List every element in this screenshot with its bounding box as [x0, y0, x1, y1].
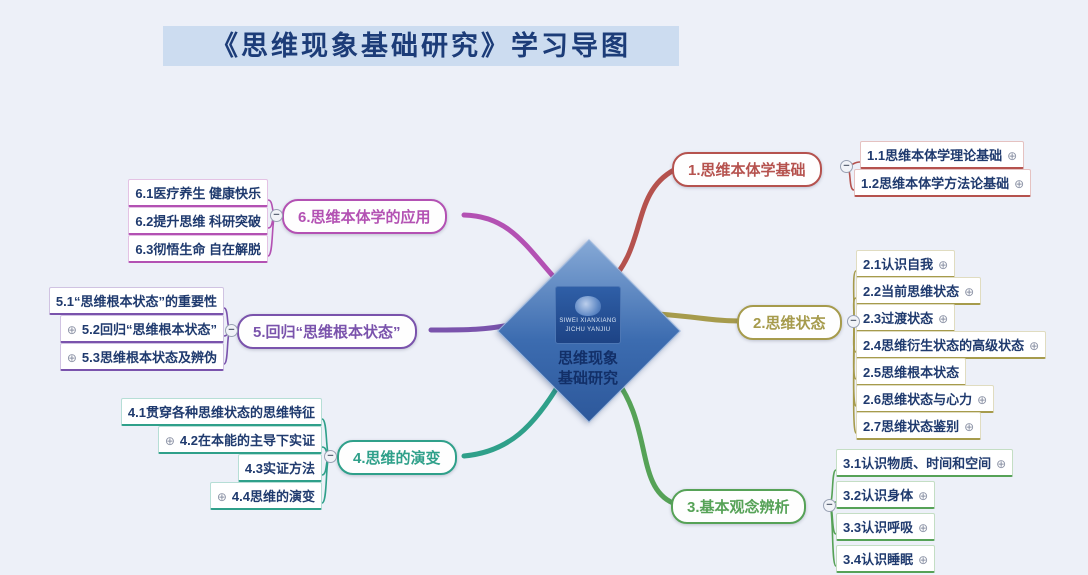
subtopic-6-3[interactable]: 6.3彻悟生命 自在解脱	[128, 235, 268, 263]
expand-icon[interactable]: ⊕	[164, 434, 175, 448]
branch-node-3[interactable]: 3.基本观念辨析	[671, 489, 806, 524]
subtopic-label: 2.6思维状态与心力	[863, 392, 973, 407]
subtopic-2-6[interactable]: 2.6思维状态与心力 ⊕	[856, 385, 995, 413]
subtopic-2-5[interactable]: 2.5思维根本状态	[856, 358, 967, 386]
collapse-icon[interactable]: −	[225, 324, 238, 337]
subtopic-label: 1.1思维本体学理论基础	[867, 148, 1003, 163]
branch-node-6[interactable]: 6.思维本体学的应用	[282, 199, 447, 234]
collapse-icon[interactable]: −	[840, 160, 853, 173]
subtopic-label: 2.2当前思维状态	[863, 284, 960, 299]
subtopic-6-1[interactable]: 6.1医疗养生 健康快乐	[128, 179, 268, 207]
branch-node-1[interactable]: 1.思维本体学基础	[672, 152, 822, 187]
subtopic-3-4[interactable]: 3.4认识睡眠 ⊕	[836, 545, 936, 573]
subtopic-2-3[interactable]: 2.3过渡状态 ⊕	[856, 304, 956, 332]
subtopic-3-3[interactable]: 3.3认识呼吸 ⊕	[836, 513, 936, 541]
subtopic-1-2[interactable]: 1.2思维本体学方法论基础 ⊕	[854, 169, 1032, 197]
central-topic-line1: 思维现象	[557, 350, 618, 367]
subtopic-label: 6.2提升思维 科研突破	[135, 214, 261, 229]
subtopic-label: 5.1“思维根本状态”的重要性	[55, 294, 217, 309]
branch-node-2[interactable]: 2.思维状态	[737, 305, 842, 340]
collapse-icon[interactable]: −	[324, 450, 337, 463]
expand-icon[interactable]: ⊕	[964, 420, 975, 434]
logo-text-line1: SIWEI XIANXIANG	[559, 317, 617, 324]
subtopic-label: 3.4认识睡眠	[843, 552, 914, 567]
logo-text-line2: JICHU YANJIU	[565, 327, 611, 333]
collapse-icon[interactable]: −	[847, 315, 860, 328]
subtopic-label: 2.5思维根本状态	[863, 365, 960, 380]
subtopic-label: 2.3过渡状态	[863, 311, 934, 326]
brain-icon	[575, 295, 601, 316]
branch-3-subcurves	[828, 469, 837, 567]
subtopic-label: 2.4思维衍生状态的高级状态	[863, 338, 1025, 353]
center-logo: SIWEI XIANXIANG JICHU YANJIU	[555, 286, 621, 344]
subtopic-2-1[interactable]: 2.1认识自我 ⊕	[856, 250, 956, 278]
subtopic-label: 2.7思维状态鉴别	[863, 419, 960, 434]
central-topic-line2: 基础研究	[557, 370, 618, 388]
expand-icon[interactable]: ⊕	[918, 521, 929, 535]
expand-icon[interactable]: ⊕	[977, 393, 988, 407]
subtopic-label: 1.2思维本体学方法论基础	[861, 176, 1010, 191]
branch-node-5[interactable]: 5.回归“思维根本状态”	[237, 314, 417, 349]
central-topic[interactable]: SIWEI XIANXIANG JICHU YANJIU 思维现象 基础研究	[518, 286, 658, 390]
collapse-icon[interactable]: −	[270, 209, 283, 222]
expand-icon[interactable]: ⊕	[1014, 177, 1025, 191]
expand-icon[interactable]: ⊕	[66, 323, 77, 337]
expand-icon[interactable]: ⊕	[938, 258, 949, 272]
subtopic-2-2[interactable]: 2.2当前思维状态 ⊕	[856, 277, 982, 305]
expand-icon[interactable]: ⊕	[996, 457, 1007, 471]
map-title[interactable]: 《思维现象基础研究》学习导图	[163, 26, 679, 66]
subtopic-4-1[interactable]: 4.1贯穿各种思维状态的思维特征	[120, 398, 322, 426]
subtopic-4-3[interactable]: 4.3实证方法	[237, 454, 322, 482]
branch-node-4[interactable]: 4.思维的演变	[337, 440, 457, 475]
central-topic-label: 思维现象 基础研究	[518, 349, 658, 390]
subtopic-label: 5.3思维根本状态及辨伪	[81, 350, 217, 365]
expand-icon[interactable]: ⊕	[66, 351, 77, 365]
collapse-icon[interactable]: −	[823, 499, 836, 512]
subtopic-3-1[interactable]: 3.1认识物质、时间和空间 ⊕	[836, 449, 1014, 477]
subtopic-label: 4.4思维的演变	[231, 489, 315, 504]
subtopic-label: 5.2回归“思维根本状态”	[81, 322, 217, 337]
subtopic-5-3[interactable]: ⊕ 5.3思维根本状态及辨伪	[59, 343, 224, 371]
expand-icon[interactable]: ⊕	[938, 312, 949, 326]
subtopic-label: 3.3认识呼吸	[843, 520, 914, 535]
subtopic-1-1[interactable]: 1.1思维本体学理论基础 ⊕	[860, 141, 1025, 169]
subtopic-6-2[interactable]: 6.2提升思维 科研突破	[128, 207, 268, 235]
expand-icon[interactable]: ⊕	[1029, 339, 1040, 353]
subtopic-4-2[interactable]: ⊕ 4.2在本能的主导下实证	[157, 426, 322, 454]
subtopic-label: 6.1医疗养生 健康快乐	[135, 186, 261, 201]
subtopic-5-2[interactable]: ⊕ 5.2回归“思维根本状态”	[59, 315, 224, 343]
expand-icon[interactable]: ⊕	[964, 285, 975, 299]
expand-icon[interactable]: ⊕	[1007, 149, 1018, 163]
subtopic-label: 3.1认识物质、时间和空间	[843, 456, 992, 471]
subtopic-label: 6.3彻悟生命 自在解脱	[135, 242, 261, 257]
subtopic-3-2[interactable]: 3.2认识身体 ⊕	[836, 481, 936, 509]
expand-icon[interactable]: ⊕	[918, 553, 929, 567]
subtopic-4-4[interactable]: ⊕ 4.4思维的演变	[209, 482, 322, 510]
subtopic-label: 2.1认识自我	[863, 257, 934, 272]
subtopic-label: 4.2在本能的主导下实证	[179, 433, 315, 448]
subtopic-label: 4.1贯穿各种思维状态的思维特征	[127, 405, 315, 420]
subtopic-label: 3.2认识身体	[843, 488, 914, 503]
expand-icon[interactable]: ⊕	[918, 489, 929, 503]
subtopic-2-7[interactable]: 2.7思维状态鉴别 ⊕	[856, 412, 982, 440]
subtopic-label: 4.3实证方法	[244, 461, 315, 476]
branch-6-curve	[461, 212, 565, 289]
subtopic-2-4[interactable]: 2.4思维衍生状态的高级状态 ⊕	[856, 331, 1047, 359]
subtopic-5-1[interactable]: 5.1“思维根本状态”的重要性	[48, 287, 224, 315]
expand-icon[interactable]: ⊕	[216, 490, 227, 504]
